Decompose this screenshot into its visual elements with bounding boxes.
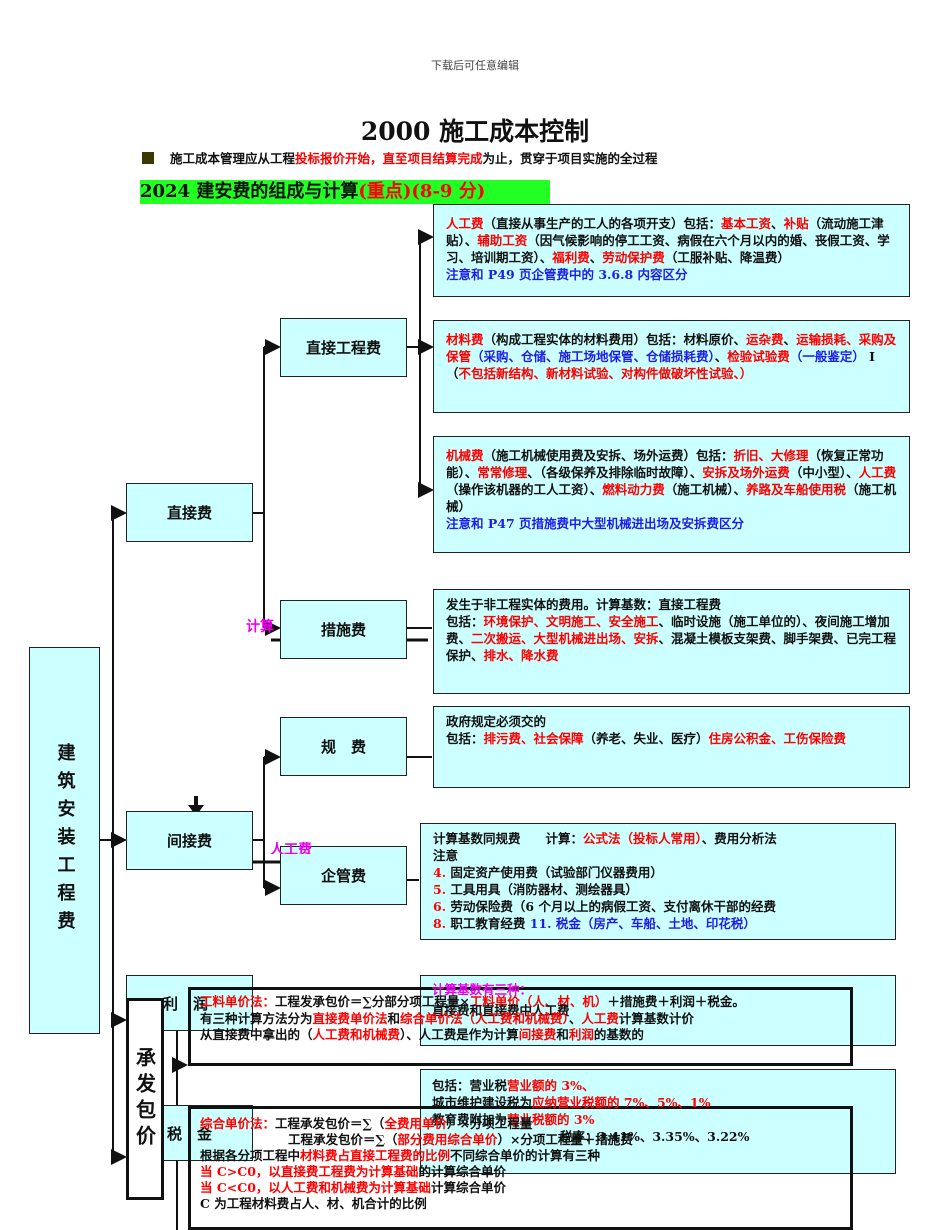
node-direct-fee: 直接费 (126, 483, 253, 542)
profit-base-heading: 计算基数有三种： (432, 982, 533, 997)
profit-method-line: 有三种计算方法分为直接费单价法和综合单价法（人工费和机械费）、人工费计算基数计价 (200, 1011, 694, 1026)
detail-profit-box (420, 975, 896, 1046)
profit-base-line: 直接费和直接费中人工费 (432, 1003, 570, 1018)
detail-machine-fee: 机械费（施工机械使用费及安拆、场外运费）包括：折旧、大修理（恢复正常功能）、常常… (433, 436, 910, 553)
tax-rate-line: 税率：3.41%、3.35%、3.22% (560, 1129, 750, 1144)
composite-price-formula-1: 综合单价法：工程承发包价＝∑（全费用单价）×分项工程量 (200, 1116, 533, 1131)
node-direct-engineering-fee: 直接工程费 (280, 318, 407, 377)
composite-note-2: 当 C>C0，以直接费工程费为计算基础的计算综合单价 (200, 1164, 506, 1179)
intro-bullet: 施工成本管理应从工程投标报价开始，直至项目结算完成为止，贯穿于项目实施的全过程 (142, 148, 658, 167)
square-bullet-icon (142, 152, 154, 164)
page-title: 2000 施工成本控制 (360, 117, 590, 146)
contract-price-label-frame (126, 998, 164, 1200)
detail-tax-box (420, 1069, 896, 1174)
composite-note-4: C 为工程材料费占人、材、机合计的比例 (200, 1196, 427, 1211)
header-note: 下载后可任意编辑 (431, 59, 519, 72)
section-title: 2024 建安费的组成与计算(重点)(8-9 分) (140, 180, 550, 204)
composite-note-1: 根据各分项工程中材料费占直接工程费的比例不同综合单价的计算有三种 (200, 1148, 601, 1163)
tax-line-2: 城市维护建设税为应纳营业税额的 7%、5%、1% (432, 1095, 711, 1110)
detail-management-fee: 计算基数同规费 计算：公式法（投标人常用）、费用分析法 注意 4. 固定资产使用… (420, 823, 896, 940)
node-contract-price: 承发包价 (132, 1047, 157, 1151)
node-management-fee: 企管费 (280, 846, 407, 905)
root-node-construction-cost: 建筑安装工程费 (29, 647, 100, 1034)
profit-formula-line: 工料单价法：工程发承包价＝∑分部分项工程量×工料单价（人、材、机）＋措施费＋利润… (200, 994, 745, 1009)
detail-material-fee: 材料费（构成工程实体的材料费用）包括：材料原价、运杂费、运输损耗、采购及保管（采… (433, 320, 910, 413)
tax-line-3: 教育费附加为营业税额的 3% (432, 1112, 595, 1127)
node-regulated-fee: 规 费 (280, 717, 407, 776)
composite-price-formula-2: 工程承发包价＝∑（部分费用综合单价）×分项工程量＋措施费 (288, 1132, 633, 1147)
tax-line-1: 包括：营业税营业额的 3%、 (432, 1078, 595, 1093)
composite-note-3: 当 C<C0，以人工费和机械费为计算基础计算综合单价 (200, 1180, 506, 1195)
node-indirect-fee: 间接费 (126, 811, 253, 870)
detail-measure-fee: 发生于非工程实体的费用。计算基数：直接工程费 包括：环境保护、文明施工、安全施工… (433, 589, 910, 694)
tax-overlay-frame (188, 1106, 853, 1230)
profit-note-line: 从直接费中拿出的（人工费和机械费）、人工费是作为计算间接费和利润的基数的 (200, 1027, 644, 1042)
stray-labor-label: 人工费 (270, 842, 312, 854)
node-measure-fee: 措施费 (280, 600, 407, 659)
stray-calc-label: 计算 (246, 619, 274, 635)
detail-regulated-fee: 政府规定必须交的 包括：排污费、社会保障（养老、失业、医疗）住房公积金、工伤保险… (433, 706, 910, 788)
detail-labor-fee: 人工费（直接从事生产的工人的各项开支）包括：基本工资、补贴（流动施工津贴）、辅助… (433, 204, 910, 297)
profit-overlay-frame (188, 987, 853, 1066)
